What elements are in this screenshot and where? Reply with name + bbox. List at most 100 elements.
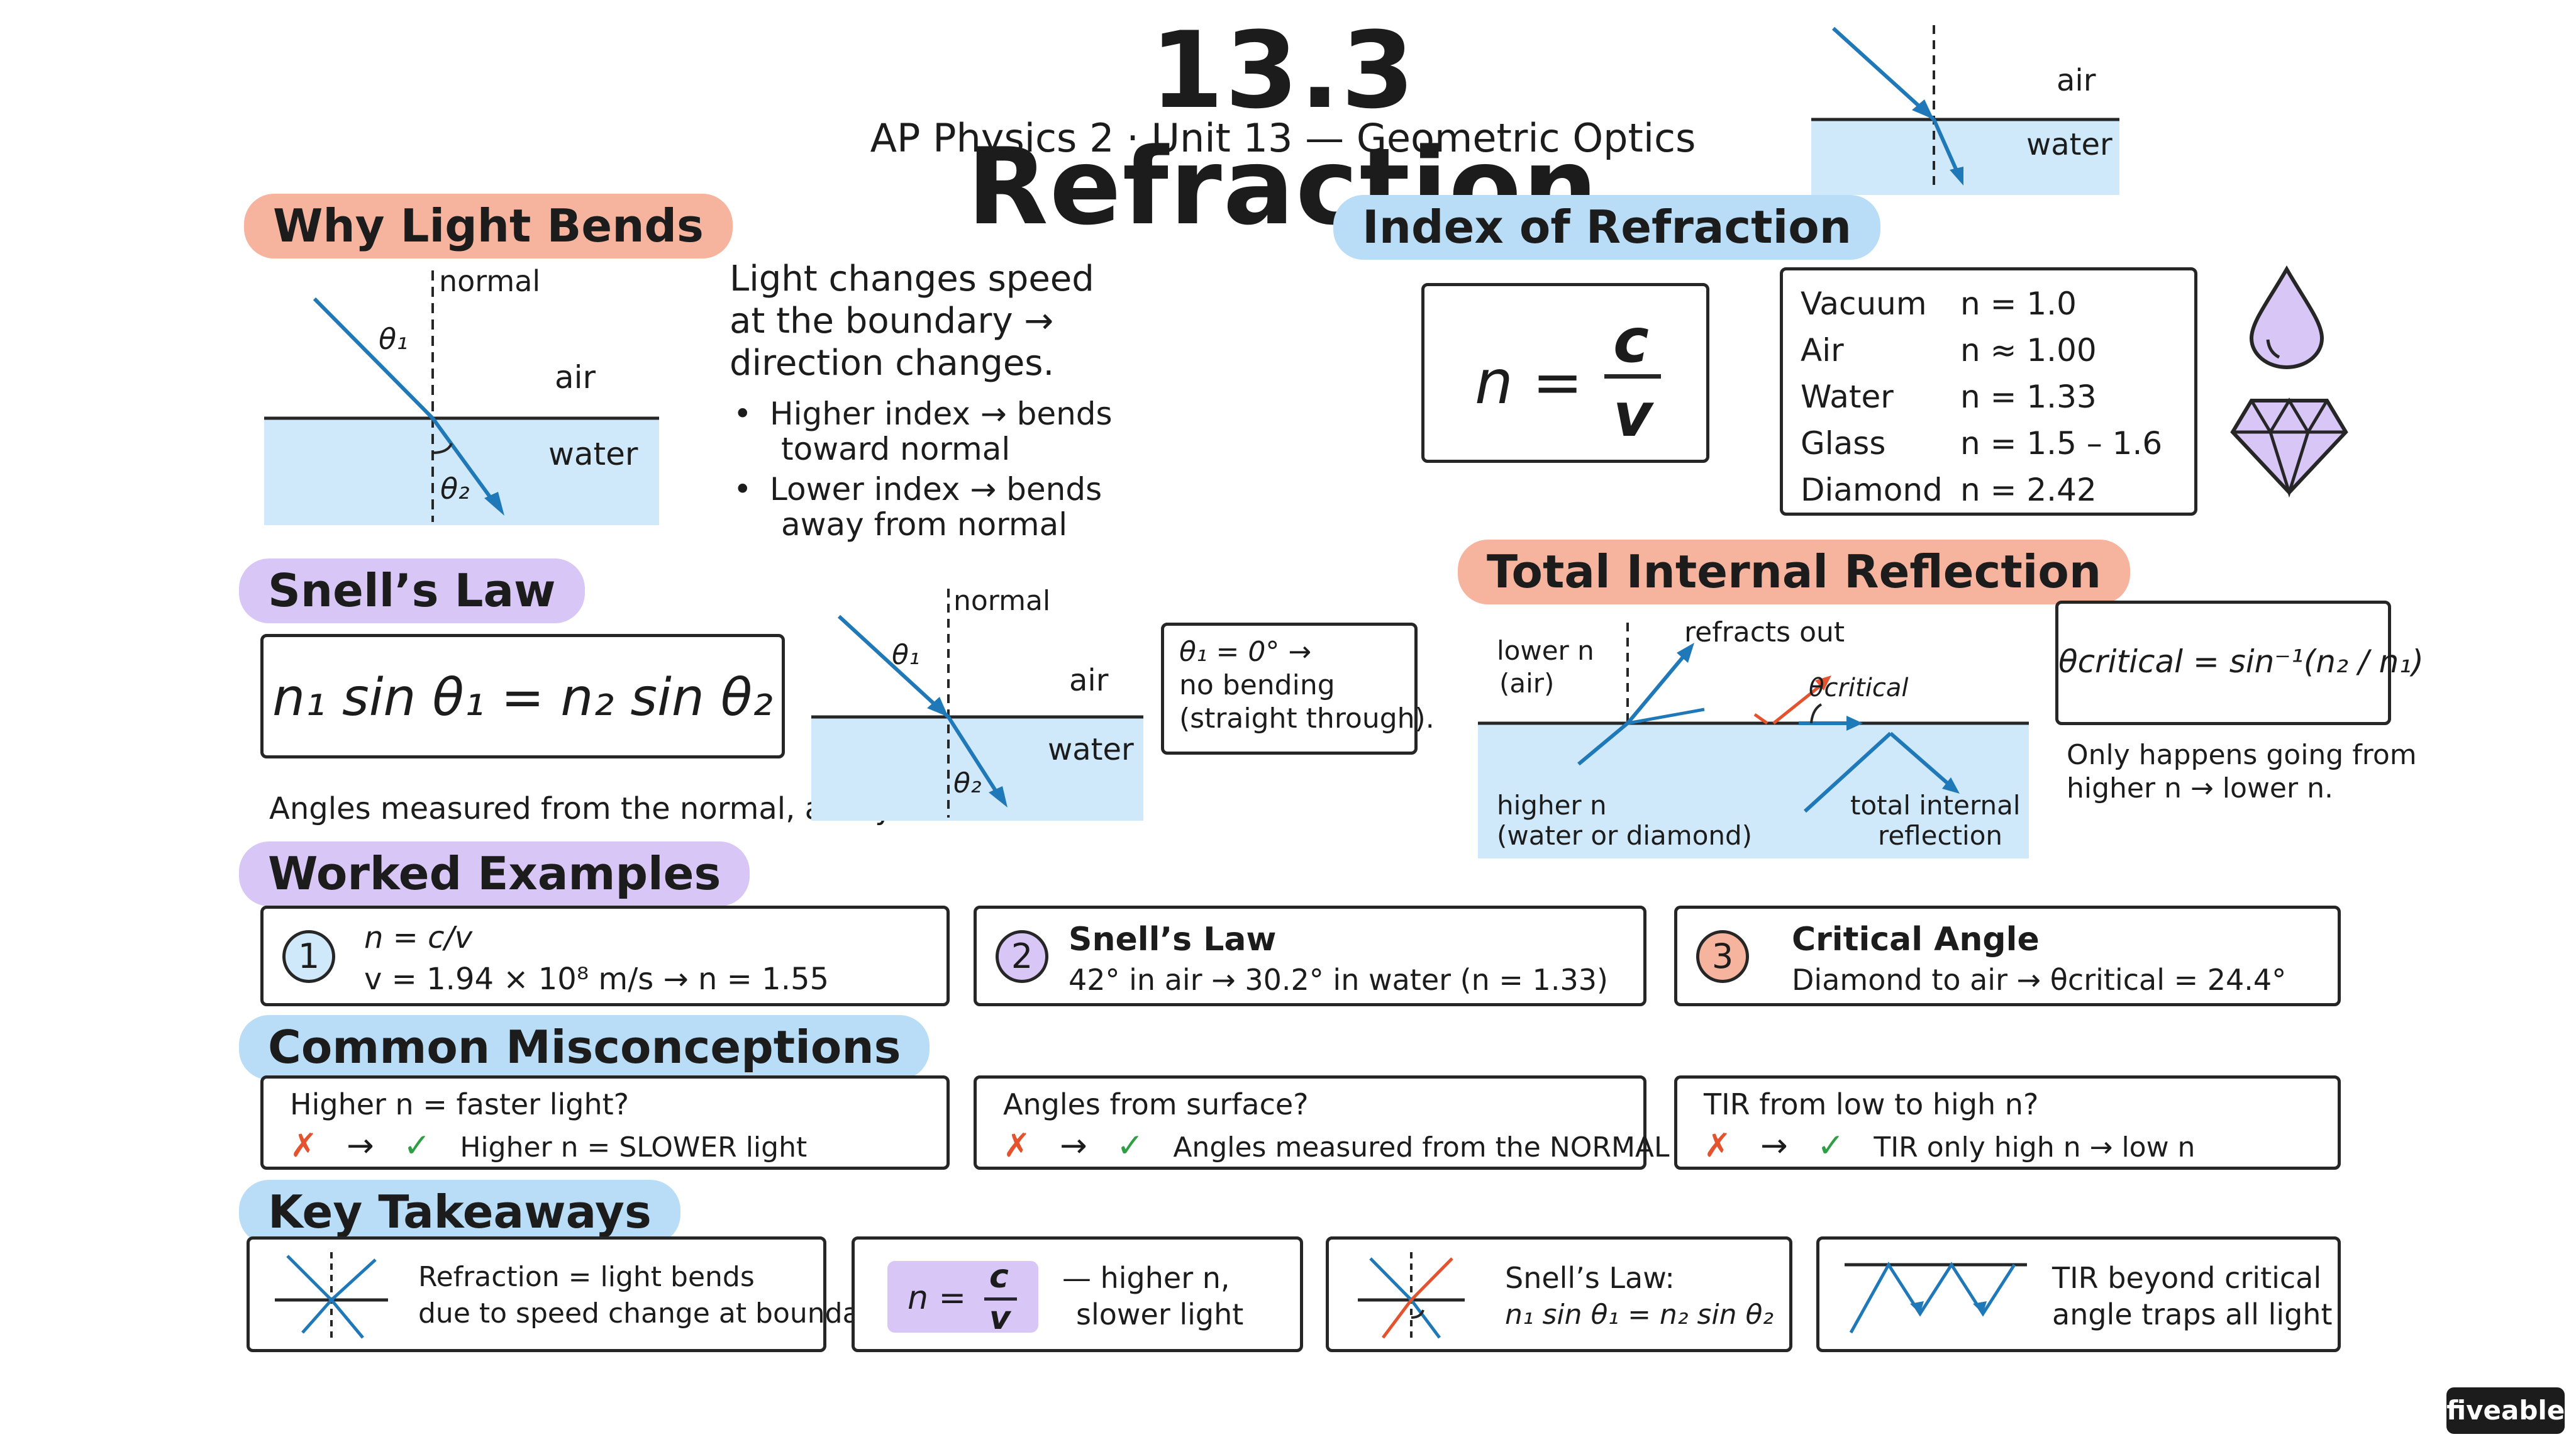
check-mark-icon: ✓ [1817, 1127, 1845, 1165]
air-label: air [1069, 663, 1109, 698]
section-snells-law-heading: Snell’s Law [239, 558, 585, 623]
wrong-mark-icon: ✗ [1704, 1127, 1731, 1165]
snells-diagram: normal θ₁ air water θ₂ [811, 585, 1151, 824]
takeaway-formula-lhs: n = [908, 1279, 967, 1317]
normal-label: normal [953, 585, 1051, 617]
fraction-bar [984, 1297, 1017, 1301]
water-region [264, 418, 659, 525]
takeaway-line1: TIR beyond critical [2052, 1261, 2322, 1295]
index-formula-box: n = c v [1421, 283, 1709, 463]
value-cell: n = 2.42 [1960, 472, 2097, 508]
tir-note-line: Only happens going from [2067, 739, 2417, 771]
misconception-card: Higher n = faster light? ✗ → ✓ Higher n … [260, 1075, 950, 1170]
tir-mini-icon [1845, 1262, 2027, 1334]
misconception-answer: TIR only high n → low n [1874, 1131, 2196, 1163]
section-takeaways-heading: Key Takeaways [239, 1180, 680, 1245]
example-line2: v = 1.94 × 10⁸ m/s → n = 1.55 [364, 962, 830, 997]
bullet-dot: • [733, 395, 752, 432]
snells-formula-box: n₁ sin θ₁ = n₂ sin θ₂ [260, 634, 785, 758]
intro-line: at the boundary → [730, 301, 1054, 342]
refracts-out-label: refracts out [1684, 616, 1845, 648]
corner-top-label: air [2057, 63, 2096, 98]
section-why-light-bends-heading: Why Light Bends [244, 194, 733, 258]
example-line1: n = c/v [364, 920, 473, 955]
bullet-dot: • [733, 470, 752, 508]
fraction-bar [1604, 374, 1661, 379]
formula-denominator: v [1613, 380, 1653, 450]
misconception-card: TIR from low to high n? ✗ → ✓ TIR only h… [1674, 1075, 2341, 1170]
refraction-mini-icon [275, 1252, 388, 1341]
page-subtitle: AP Physics 2 · Unit 13 — Geometric Optic… [870, 115, 1696, 161]
section-misconceptions-heading: Common Misconceptions [239, 1015, 930, 1080]
air-label: air [555, 359, 596, 396]
higher-n-sublabel: (water or diamond) [1497, 820, 1753, 851]
material-cell: Vacuum [1801, 286, 1927, 322]
misconception-question: Angles from surface? [1003, 1087, 1309, 1121]
theta2-label: θ₂ [953, 767, 982, 799]
misconception-question: Higher n = faster light? [290, 1087, 630, 1121]
lower-n-sublabel: (air) [1499, 668, 1555, 699]
corner-bottom-label: water [2026, 127, 2112, 162]
takeaway-line2: due to speed change at boundary [418, 1297, 887, 1330]
fiveable-logo: fiveable [2446, 1387, 2565, 1434]
value-cell: n ≈ 1.00 [1960, 332, 2097, 369]
higher-n-label: higher n [1497, 790, 1607, 821]
formula-numerator: c [1613, 306, 1649, 376]
theta2-label: θ₂ [440, 472, 470, 506]
zero-angle-line: θ₁ = 0° → [1179, 636, 1312, 668]
tir-note-line: higher n → lower n. [2067, 772, 2333, 804]
takeaway-card: Refraction = light bends due to speed ch… [247, 1236, 887, 1352]
example-line1: Snell’s Law [1069, 921, 1277, 958]
value-cell: n = 1.0 [1960, 286, 2077, 322]
material-cell: Glass [1801, 425, 1886, 462]
zero-angle-box: θ₁ = 0° → no bending (straight through). [1161, 623, 1435, 755]
zero-angle-line: (straight through). [1179, 702, 1435, 735]
snells-diagram-svg [811, 589, 1143, 818]
corner-refraction-diagram: air water [1799, 19, 2126, 195]
takeaway-line1: — higher n, [1062, 1261, 1230, 1295]
water-label: water [1048, 732, 1134, 767]
takeaway-line2: n₁ sin θ₁ = n₂ sin θ₂ [1505, 1299, 1774, 1331]
section-index-heading: Index of Refraction [1333, 195, 1880, 260]
lower-n-label: lower n [1497, 635, 1594, 666]
tir-diagram-svg [1478, 623, 2029, 813]
why-bends-diagram: normal θ₁ air water θ₂ [264, 264, 667, 528]
table-row: Vacuum n = 1.0 [1801, 280, 2177, 327]
example-number-badge: 3 [1696, 930, 1749, 983]
table-row: Diamond n = 2.42 [1801, 467, 2177, 513]
worked-example-card: 3 Critical Angle Diamond to air → θcriti… [1674, 906, 2341, 1006]
material-cell: Water [1801, 379, 1894, 415]
bullet-item: • Lower index → bends away from normal [733, 470, 1102, 543]
worked-example-card: 1 n = c/v v = 1.94 × 10⁸ m/s → n = 1.55 [260, 906, 950, 1006]
example-number-badge: 1 [282, 930, 335, 983]
water-region [1478, 723, 2029, 858]
intro-line: Light changes speed [730, 258, 1094, 299]
takeaway-card: Snell’s Law: n₁ sin θ₁ = n₂ sin θ₂ [1326, 1236, 1792, 1352]
snells-note: Angles measured from the normal, always. [269, 791, 918, 826]
formula-highlight [887, 1261, 1038, 1333]
formula-lhs: n = [1475, 347, 1583, 418]
zero-angle-line: no bending [1179, 669, 1335, 701]
corner-diagram-svg [1811, 25, 2119, 189]
takeaway-line2: angle traps all light [2052, 1297, 2333, 1331]
diamond-icon [2230, 397, 2348, 498]
misconception-question: TIR from low to high n? [1704, 1087, 2039, 1121]
snells-mini-icon [1358, 1252, 1465, 1341]
logo-text: fiveable [2446, 1395, 2565, 1426]
water-region [1811, 119, 2119, 195]
table-row: Glass n = 1.5 – 1.6 [1801, 420, 2177, 467]
bullet-item: • Higher index → bends toward normal [733, 395, 1113, 467]
wrong-mark-icon: ✗ [1003, 1127, 1031, 1165]
takeaway-line1: Refraction = light bends [418, 1261, 755, 1293]
check-mark-icon: ✓ [1116, 1127, 1144, 1165]
worked-example-card: 2 Snell’s Law 42° in air → 30.2° in wate… [974, 906, 1646, 1006]
water-drop-icon [2249, 265, 2324, 369]
intro-line: direction changes. [730, 343, 1055, 384]
material-cell: Diamond [1801, 472, 1943, 508]
arrow-icon: → [347, 1127, 374, 1165]
takeaway-line2: slower light [1076, 1297, 1244, 1331]
value-cell: n = 1.5 – 1.6 [1960, 425, 2163, 462]
